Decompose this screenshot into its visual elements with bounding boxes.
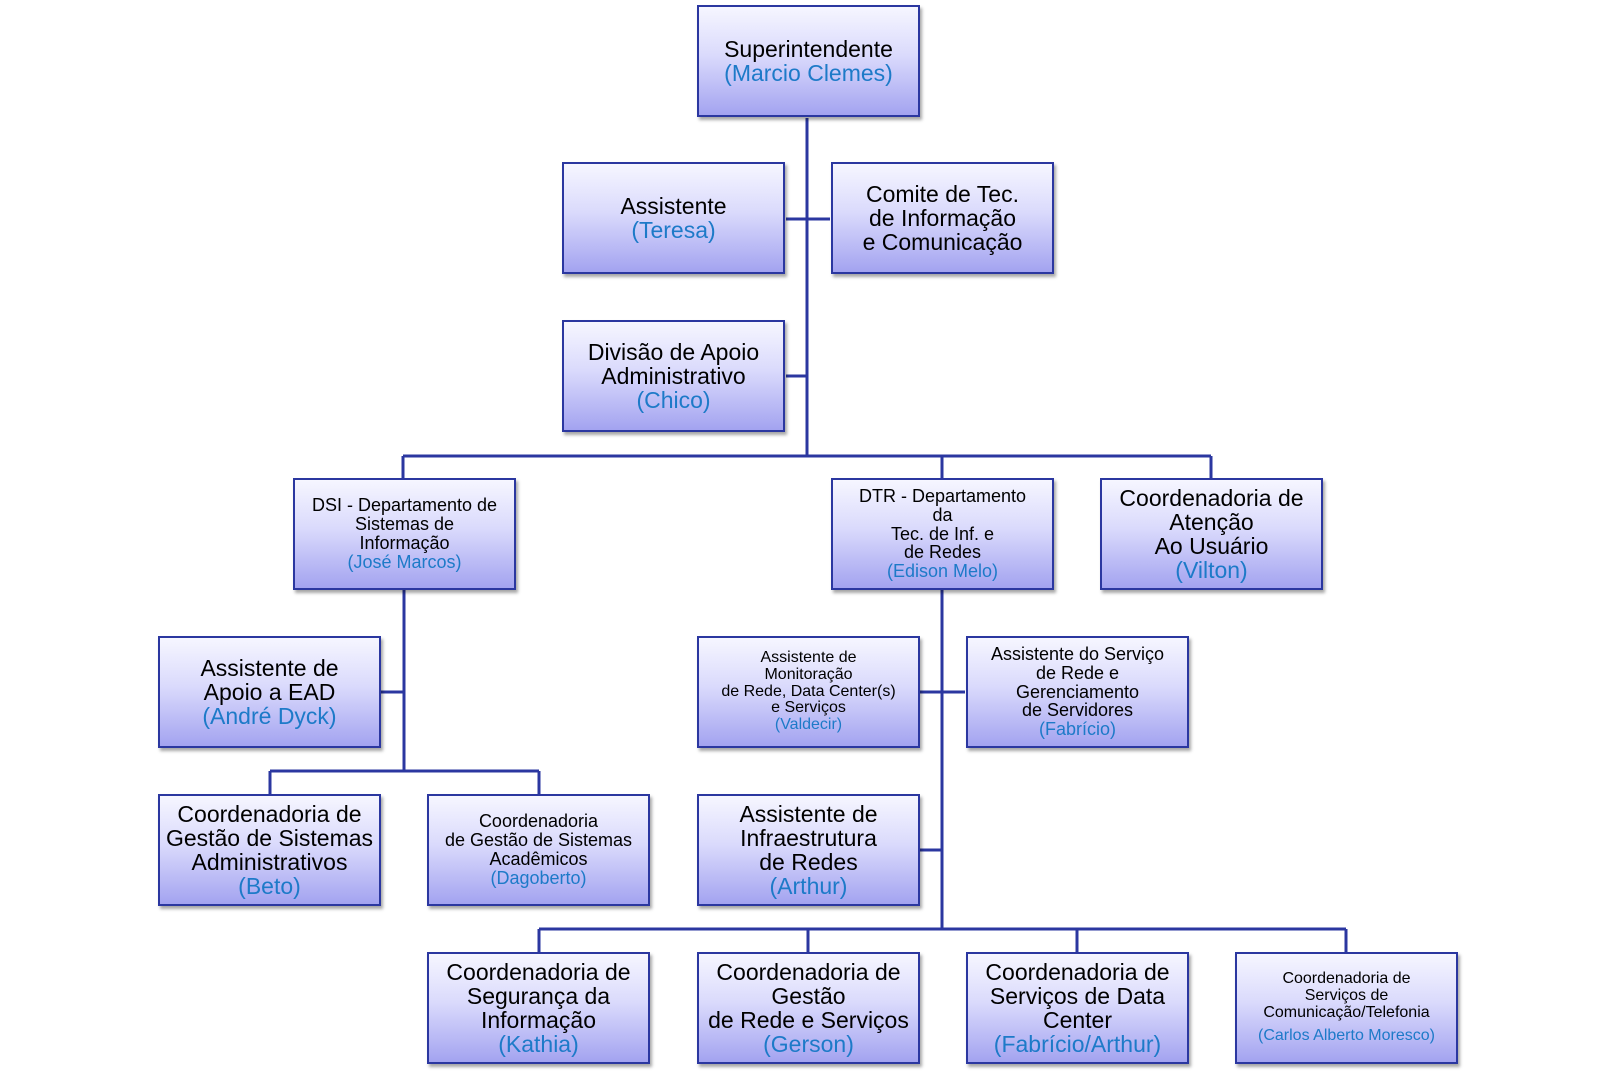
box-person: (Fabrício) bbox=[1038, 719, 1116, 740]
box-title: Coordenadoria de Serviços de Data Center bbox=[985, 958, 1170, 1033]
box-title: Coordenadoria de Gestão de Rede e Serviç… bbox=[708, 958, 909, 1033]
box-title: Coordenadoria de Segurança da Informação bbox=[446, 958, 631, 1033]
box-title: Coordenadoria de Atenção Ao Usuário bbox=[1119, 484, 1304, 559]
seguranca-box: Coordenadoria de Segurança da Informação… bbox=[427, 952, 650, 1064]
telefonia-box: Coordenadoria de Serviços de Comunicação… bbox=[1235, 952, 1458, 1064]
divisao-apoio-box: Divisão de Apoio Administrativo (Chico) bbox=[562, 320, 785, 432]
box-title: Assistente de Infraestrutura de Redes bbox=[739, 800, 878, 875]
box-person: (Vilton) bbox=[1175, 557, 1248, 584]
box-person: (Beto) bbox=[238, 873, 301, 900]
dtr-box: DTR - Departamento da Tec. de Inf. e de … bbox=[831, 478, 1054, 590]
box-person: (André Dyck) bbox=[202, 703, 337, 730]
assistente-ead-box: Assistente de Apoio a EAD (André Dyck) bbox=[158, 636, 381, 748]
box-person: (Carlos Alberto Moresco) bbox=[1258, 1026, 1435, 1044]
box-title: Coordenadoria de Gestão de Sistemas Acad… bbox=[444, 811, 633, 869]
box-title: Assistente de Apoio a EAD bbox=[200, 654, 339, 705]
box-title: Coordenadoria de Gestão de Sistemas Admi… bbox=[165, 800, 374, 875]
box-person: (Kathia) bbox=[498, 1031, 579, 1058]
box-person: (Edison Melo) bbox=[886, 561, 999, 582]
assist-infra-box: Assistente de Infraestrutura de Redes (A… bbox=[697, 794, 920, 906]
box-title: Coordenadoria de Serviços de Comunicação… bbox=[1263, 970, 1430, 1021]
assist-monitoracao-box: Assistente de Monitoração de Rede, Data … bbox=[697, 636, 920, 748]
assist-servico-rede-box: Assistente do Serviço de Rede e Gerencia… bbox=[966, 636, 1189, 748]
box-person: (Teresa) bbox=[631, 217, 716, 243]
box-title: Divisão de Apoio Administrativo bbox=[587, 338, 760, 389]
box-person: (Dagoberto) bbox=[490, 867, 587, 888]
superintendente-box: Superintendente (Marcio Clemes) bbox=[697, 5, 920, 117]
box-title: Assistente de Monitoração de Rede, Data … bbox=[721, 649, 896, 717]
box-person: (Valdecir) bbox=[774, 716, 843, 734]
box-title: DTR - Departamento da Tec. de Inf. e de … bbox=[858, 485, 1027, 563]
box-person: (Marcio Clemes) bbox=[724, 60, 893, 86]
box-person: (Chico) bbox=[636, 387, 711, 414]
datacenter-box: Coordenadoria de Serviços de Data Center… bbox=[966, 952, 1189, 1064]
box-title: Superintendente bbox=[724, 35, 893, 62]
atencao-usuario-box: Coordenadoria de Atenção Ao Usuário (Vil… bbox=[1100, 478, 1323, 590]
box-title: Comite de Tec. de Informação e Comunicaç… bbox=[862, 180, 1023, 256]
box-person: (José Marcos) bbox=[347, 551, 462, 572]
box-title: Assistente bbox=[620, 192, 727, 219]
box-title: Assistente do Serviço de Rede e Gerencia… bbox=[990, 643, 1165, 721]
gestao-adm-box: Coordenadoria de Gestão de Sistemas Admi… bbox=[158, 794, 381, 906]
box-person: (Fabrício/Arthur) bbox=[993, 1031, 1162, 1058]
assistente-box: Assistente (Teresa) bbox=[562, 162, 785, 274]
box-title: DSI - Departamento de Sistemas de Inform… bbox=[311, 495, 498, 553]
gestao-acad-box: Coordenadoria de Gestão de Sistemas Acad… bbox=[427, 794, 650, 906]
comite-box: Comite de Tec. de Informação e Comunicaç… bbox=[831, 162, 1054, 274]
dsi-box: DSI - Departamento de Sistemas de Inform… bbox=[293, 478, 516, 590]
box-person: (Arthur) bbox=[769, 873, 848, 900]
box-person: (Gerson) bbox=[763, 1031, 854, 1058]
gestao-rede-box: Coordenadoria de Gestão de Rede e Serviç… bbox=[697, 952, 920, 1064]
